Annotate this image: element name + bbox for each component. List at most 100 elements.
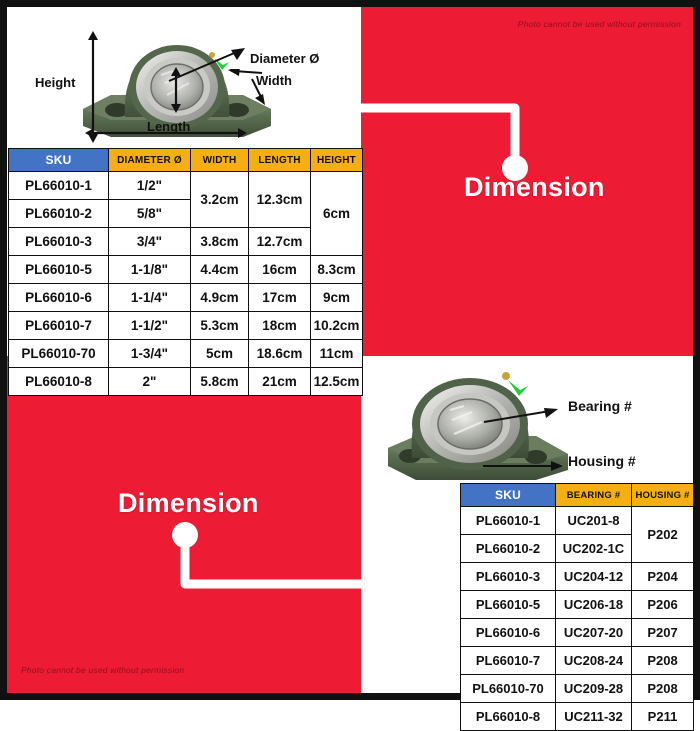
cell-length: 12.7cm (248, 227, 311, 256)
cell-diameter: 1-3/4" (108, 339, 191, 368)
col-header-sku: SKU (8, 148, 109, 172)
cell-length: 18.6cm (248, 339, 311, 368)
table-header-row: SKU BEARING # HOUSING # (460, 483, 694, 507)
cell-width: 5.3cm (190, 311, 249, 340)
cell-sku: PL66010-3 (460, 562, 556, 591)
label-bearing-number: Bearing # (568, 398, 632, 414)
cell-bearing: UC208-24 (555, 646, 632, 675)
table-row: PL66010-2 5/8" (8, 199, 363, 228)
cell-height: 11cm (310, 339, 363, 368)
label-width: Width (256, 73, 292, 88)
label-height: Height (35, 75, 76, 90)
cell-bearing: UC206-18 (555, 590, 632, 619)
dimension-title-top: Dimension (464, 172, 605, 202)
col-header-housing: HOUSING # (631, 483, 694, 507)
cell-bearing: UC207-20 (555, 618, 632, 647)
panel-dimension-callout-top: Photo cannot be used without permission (361, 0, 700, 356)
cell-bearing: UC201-8 (555, 506, 632, 535)
cell-height: 10.2cm (310, 311, 363, 340)
cell-diameter: 1-1/4" (108, 283, 191, 312)
cell-sku: PL66010-70 (8, 339, 109, 368)
cell-bearing: UC209-28 (555, 674, 632, 703)
table-header-row: SKU DIAMETER Ø WIDTH LENGTH HEIGHT (8, 148, 363, 172)
cell-length: 18cm (248, 311, 311, 340)
pillow-block-bearing-angled-illustration (388, 372, 568, 480)
cell-sku: PL66010-8 (8, 367, 109, 396)
cell-width: 4.4cm (190, 255, 249, 284)
table-row: PL66010-7 1-1/2" 5.3cm 18cm 10.2cm (8, 311, 363, 340)
cell-sku: PL66010-2 (460, 534, 556, 563)
table-row: PL66010-7 UC208-24 P208 (460, 646, 694, 675)
cell-bearing: UC204-12 (555, 562, 632, 591)
cell-width: 4.9cm (190, 283, 249, 312)
cell-sku: PL66010-2 (8, 199, 109, 228)
table-row: PL66010-1 UC201-8 P202 (460, 506, 694, 563)
cell-diameter: 2" (108, 367, 191, 396)
table-row: PL66010-1 1/2" 3.2cm 12.3cm 6cm (8, 171, 363, 256)
watermark-text-bottom: Photo cannot be used without permission (21, 665, 185, 675)
cell-sku: PL66010-7 (8, 311, 109, 340)
cell-housing: P207 (631, 618, 694, 647)
cell-length: 16cm (248, 255, 311, 284)
table-row: PL66010-8 2" 5.8cm 21cm 12.5cm (8, 367, 363, 396)
cell-housing: P208 (631, 674, 694, 703)
table-row: PL66010-70 UC209-28 P208 (460, 674, 694, 703)
table-row: PL66010-3 3/4" 3.8cm 12.7cm (8, 227, 363, 256)
label-length: Length (147, 119, 191, 134)
col-header-sku: SKU (460, 483, 556, 507)
cell-diameter: 1-1/2" (108, 311, 191, 340)
cell-sku: PL66010-1 (460, 506, 556, 535)
table-row: PL66010-6 UC207-20 P207 (460, 618, 694, 647)
label-housing-number: Housing # (568, 453, 636, 469)
cell-bearing: UC202-1C (555, 534, 632, 563)
cell-width: 3.8cm (190, 227, 249, 256)
cell-housing: P204 (631, 562, 694, 591)
table-row: PL66010-6 1-1/4" 4.9cm 17cm 9cm (8, 283, 363, 312)
cell-height-merged: 6cm (310, 171, 363, 256)
cell-housing: P206 (631, 590, 694, 619)
table-row: PL66010-5 UC206-18 P206 (460, 590, 694, 619)
cell-sku: PL66010-1 (8, 171, 109, 200)
cell-housing: P211 (631, 702, 694, 731)
dimensions-table: SKU DIAMETER Ø WIDTH LENGTH HEIGHT PL660… (8, 148, 363, 396)
panel-dimension-callout-bottom: Photo cannot be used without permission (0, 356, 361, 700)
cell-diameter: 1-1/8" (108, 255, 191, 284)
cell-sku: PL66010-5 (8, 255, 109, 284)
dimension-title-bottom: Dimension (118, 488, 259, 518)
cell-length: 21cm (248, 367, 311, 396)
cell-sku: PL66010-5 (460, 590, 556, 619)
cell-width: 5cm (190, 339, 249, 368)
cell-length: 17cm (248, 283, 311, 312)
cell-sku: PL66010-8 (460, 702, 556, 731)
watermark-text-top: Photo cannot be used without permission (517, 19, 681, 29)
col-header-height: HEIGHT (310, 148, 363, 172)
cell-sku: PL66010-3 (8, 227, 109, 256)
cell-height: 9cm (310, 283, 363, 312)
cell-sku: PL66010-6 (8, 283, 109, 312)
cell-bearing: UC211-32 (555, 702, 632, 731)
cell-housing: P208 (631, 646, 694, 675)
cell-width: 5.8cm (190, 367, 249, 396)
table-row: PL66010-2 UC202-1C (460, 534, 694, 563)
col-header-length: LENGTH (248, 148, 311, 172)
col-header-bearing: BEARING # (555, 483, 632, 507)
col-header-diameter: DIAMETER Ø (108, 148, 191, 172)
table-row: PL66010-8 UC211-32 P211 (460, 702, 694, 731)
cell-housing-merged: P202 (631, 506, 694, 563)
cell-height: 12.5cm (310, 367, 363, 396)
table-row: PL66010-70 1-3/4" 5cm 18.6cm 11cm (8, 339, 363, 368)
cell-sku: PL66010-6 (460, 618, 556, 647)
cell-length-merged: 12.3cm (248, 171, 311, 228)
cell-width-merged: 3.2cm (190, 171, 249, 228)
cell-height: 8.3cm (310, 255, 363, 284)
cell-diameter: 1/2" (108, 171, 191, 200)
cell-sku: PL66010-70 (460, 674, 556, 703)
part-numbers-table: SKU BEARING # HOUSING # PL66010-1 UC201-… (460, 483, 694, 731)
cell-sku: PL66010-7 (460, 646, 556, 675)
cell-diameter: 5/8" (108, 199, 191, 228)
label-diameter: Diameter Ø (250, 51, 320, 66)
cell-diameter: 3/4" (108, 227, 191, 256)
table-row: PL66010-5 1-1/8" 4.4cm 16cm 8.3cm (8, 255, 363, 284)
col-header-width: WIDTH (190, 148, 249, 172)
